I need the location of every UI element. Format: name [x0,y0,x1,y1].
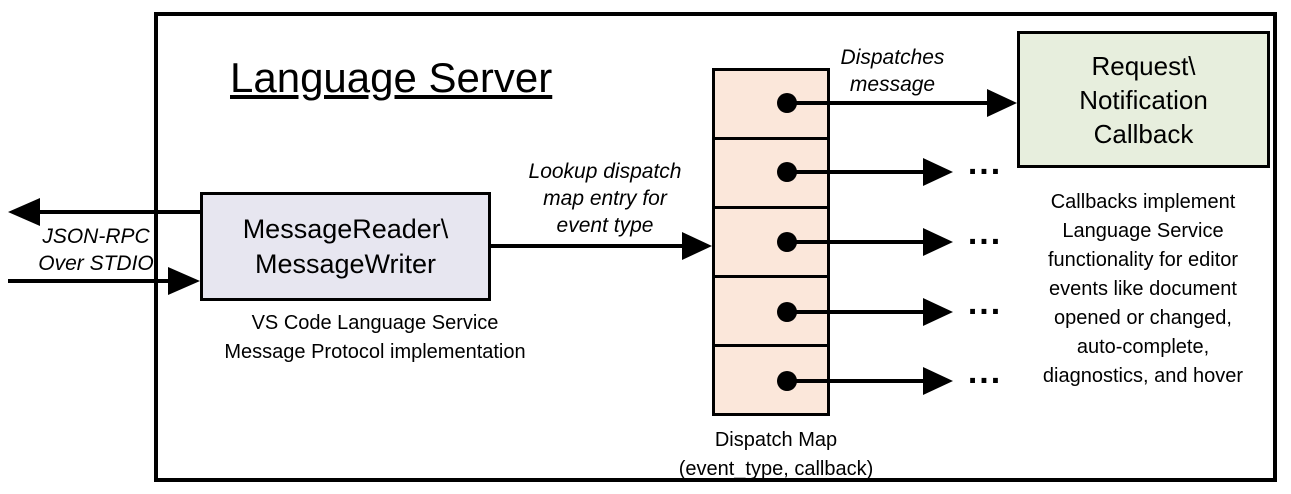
lookup-dispatch-label: Lookup dispatch map entry for event type [512,158,698,239]
callbacks-description: Callbacks implement Language Service fun… [1003,188,1283,391]
map-label-line: Dispatch Map [714,429,838,451]
ellipsis-text: ... [967,284,1003,322]
caption-line: VS Code Language Service [251,312,499,334]
dispatches-message-label: Dispatches message [820,44,965,98]
ellipsis-text: ... [967,214,1003,252]
dispatch-map [712,68,830,416]
dispatch-map-cell [715,71,827,137]
message-reader-writer-box: MessageReader\ MessageWriter [200,192,491,301]
json-rpc-label-line: Over STDIO [38,252,154,275]
dispatch-map-cell [715,137,827,206]
dispatch-map-cell [715,275,827,344]
ellipsis-text: ... [967,353,1003,391]
ellipsis-text: ... [967,144,1003,182]
diagram-title: Language Server [230,54,553,101]
lookup-label-line: map entry for [543,187,667,210]
request-notification-callback-box: Request\ Notification Callback [1017,31,1270,168]
note-line: events like document [1049,278,1237,300]
note-line: opened or changed, [1054,307,1232,329]
dispatch-map-label: Dispatch Map (event_type, callback) [646,426,906,484]
note-line: Callbacks implement [1050,191,1236,213]
callback-box-line: Callback [1093,118,1194,149]
caption-line: Message Protocol implementation [224,341,526,363]
note-line: Language Service [1062,220,1224,242]
json-rpc-label: JSON-RPC Over STDIO [12,223,180,277]
note-line: auto-complete, [1076,336,1210,358]
lookup-label-line: event type [556,214,654,237]
callback-box-line: Notification [1079,84,1208,115]
reader-box-line: MessageWriter [254,248,437,279]
dispatch-map-cell [715,206,827,275]
reader-box-caption: VS Code Language Service Message Protoco… [194,309,556,367]
map-label-line: (event_type, callback) [678,458,874,480]
dispatch-map-cell [715,344,827,413]
json-rpc-label-line: JSON-RPC [42,225,150,248]
note-line: diagnostics, and hover [1042,365,1244,387]
note-line: functionality for editor [1047,249,1239,271]
dispatches-label-line: Dispatches [840,46,945,69]
callback-box-line: Request\ [1091,50,1196,81]
language-server-boundary [154,12,1277,482]
reader-box-line: MessageReader\ [242,213,449,244]
dispatches-label-line: message [849,73,936,96]
lookup-label-line: Lookup dispatch [528,160,682,183]
